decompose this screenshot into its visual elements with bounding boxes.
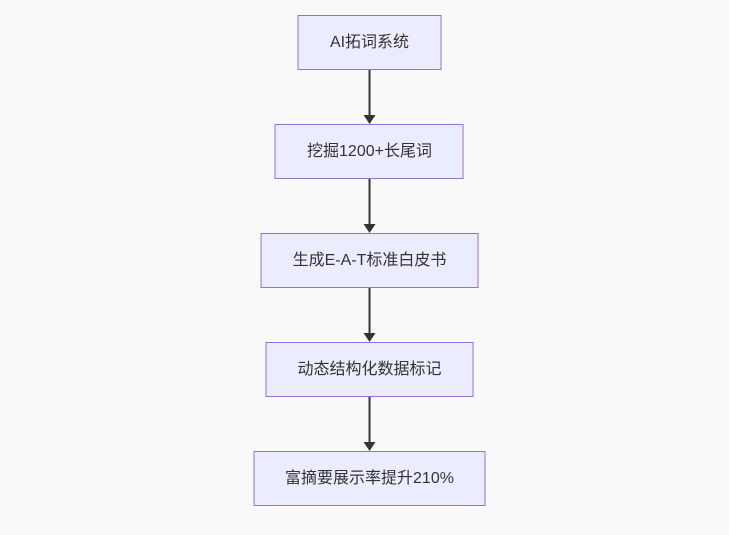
arrow-down-icon [363, 224, 376, 233]
flow-node-label: 生成E-A-T标准白皮书 [292, 252, 447, 269]
flow-node-rich-snippet-result: 富摘要展示率提升210% [253, 451, 486, 506]
edge-4-5 [363, 397, 376, 451]
arrow-down-icon [363, 333, 376, 342]
arrow-down-icon [363, 115, 376, 124]
arrow-down-icon [363, 442, 376, 451]
flow-node-eat-whitepaper: 生成E-A-T标准白皮书 [260, 233, 479, 288]
edge-1-2 [363, 70, 376, 124]
edge-line [368, 70, 371, 116]
flow-node-longtail-mining: 挖掘1200+长尾词 [275, 124, 464, 179]
edge-3-4 [363, 288, 376, 342]
edge-line [368, 288, 371, 334]
edge-line [368, 179, 371, 225]
flow-node-label: 富摘要展示率提升210% [285, 470, 454, 487]
flow-node-structured-data: 动态结构化数据标记 [265, 342, 474, 397]
edge-line [368, 397, 371, 443]
flow-node-label: 动态结构化数据标记 [297, 361, 442, 378]
flowchart-canvas: AI拓词系统 挖掘1200+长尾词 生成E-A-T标准白皮书 动态结构化数据标记… [253, 15, 486, 506]
edge-2-3 [363, 179, 376, 233]
flow-node-ai-word-system: AI拓词系统 [297, 15, 442, 70]
flow-node-label: 挖掘1200+长尾词 [307, 143, 432, 160]
flow-node-label: AI拓词系统 [329, 34, 410, 51]
